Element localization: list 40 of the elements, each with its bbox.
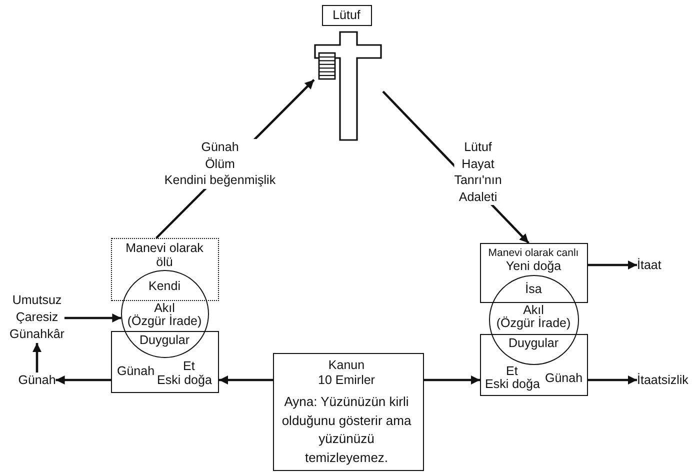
concept-label: Günah (117, 364, 155, 379)
text-label: Günah (18, 372, 56, 388)
text-label: Umutsuz Çaresiz Günahkâr (10, 292, 64, 343)
arrow (588, 376, 637, 384)
concept-label: Lütuf (332, 8, 360, 23)
arrow (56, 376, 111, 384)
framed-box (111, 331, 219, 393)
edge-label: Günah Ölüm Kendini beğenmişlik (164, 139, 276, 188)
concept-label: Akıl (Özgür İrade) (127, 302, 202, 328)
text-label: İtaat (637, 258, 662, 272)
circle-outline (489, 275, 579, 365)
text-label: İtaatsizlik (637, 372, 688, 388)
concept-label: Et (183, 359, 195, 374)
framed-box (480, 334, 588, 396)
arrow (424, 376, 480, 384)
edge-label: Lütuf Hayat Tanrı'nın Adaleti (454, 139, 502, 205)
concept-label: İsa (525, 282, 542, 297)
concept-label: Kanun 10 Emirler (318, 358, 375, 388)
arrow (219, 375, 273, 384)
concept-label: Manevi olarak canlı (488, 247, 579, 259)
concept-label: Manevi olarak ölü (126, 241, 204, 269)
arrow (588, 260, 637, 270)
concept-label: Günah (545, 371, 583, 386)
concept-label: Duygular (139, 333, 190, 348)
cross-drawing (314, 31, 383, 142)
concept-label: Kendi (148, 279, 180, 294)
concept-label: Eski doğa (157, 373, 212, 388)
framed-box (273, 353, 424, 471)
concept-label: Ayna: Yüzünüzün kirli olduğunu gösterir ama yüzünüzü temizleyemez. (282, 393, 412, 467)
circle-outline (121, 270, 209, 358)
concept-label: Eski doğa (485, 377, 540, 392)
concept-label: Akıl (Özgür İrade) (496, 304, 571, 330)
dotted-box (111, 238, 219, 301)
framed-box (480, 243, 588, 303)
arrow (32, 343, 42, 372)
arrow (64, 314, 122, 322)
concept-label: Et (506, 364, 518, 378)
concept-label: Yeni doğa (506, 259, 562, 274)
framed-box (322, 5, 372, 26)
concept-label: Duygular (508, 336, 559, 351)
